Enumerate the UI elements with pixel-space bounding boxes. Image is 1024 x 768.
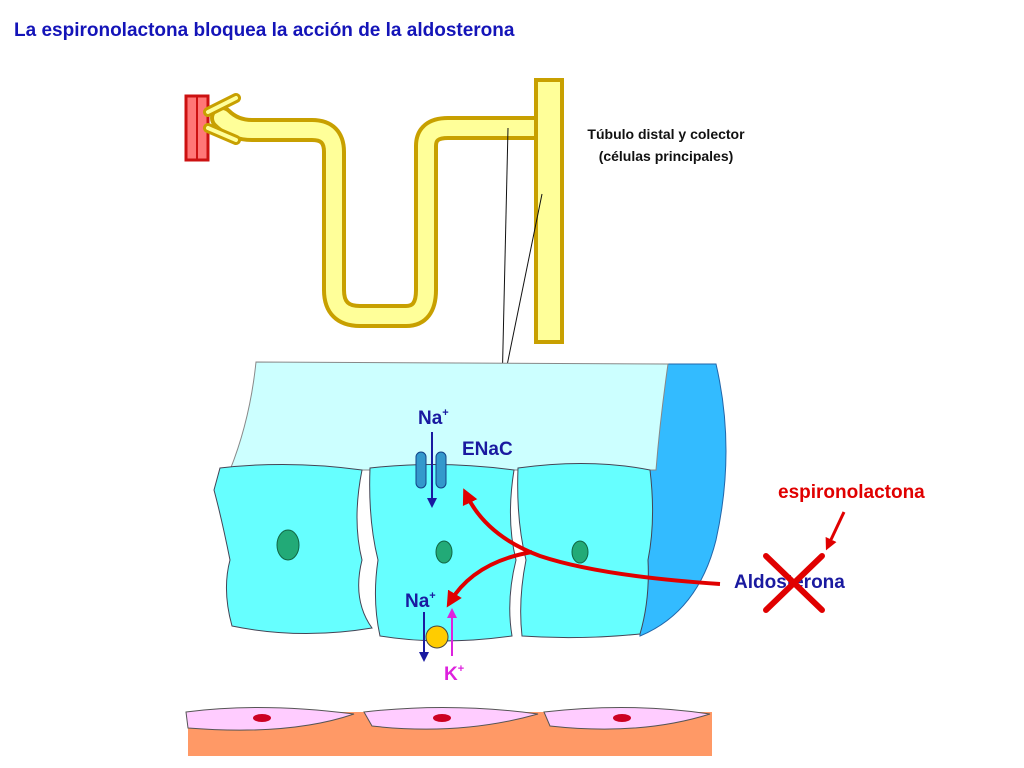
tubule-wall [639, 363, 727, 637]
na-label-top: Na+ [418, 407, 449, 429]
aldosterone-arrow-to-pump [446, 550, 533, 608]
tubule-lumen [229, 361, 669, 471]
block-cross-icon [763, 553, 825, 613]
endothelial-cell-2 [363, 706, 539, 730]
nephron-tubule [184, 78, 564, 391]
na-k-pump [425, 625, 449, 649]
epithelium-section [213, 361, 846, 662]
tubule-label-line2: (células principales) [599, 148, 734, 164]
tubule-label-line1: Túbulo distal y colector [587, 126, 745, 142]
spironolactone-label: espironolactona [778, 482, 925, 503]
enac-channel-left [415, 451, 427, 489]
enac-channel-right [435, 451, 447, 489]
aldosterone-arrow-to-enac [462, 488, 721, 586]
zoom-line-left [501, 127, 509, 391]
nucleus-right [571, 540, 589, 564]
capillary-section [185, 706, 712, 756]
na-label-bottom: Na+ [405, 590, 436, 612]
nucleus-center [435, 540, 453, 564]
tubule-segment-fill [214, 110, 548, 324]
endothelial-nucleus-1 [253, 714, 271, 722]
enac-label: ENaC [462, 439, 513, 460]
slide-title: La espironolactona bloquea la acción de … [14, 20, 515, 41]
tubule-segment-border [210, 106, 552, 328]
collecting-duct [534, 78, 564, 344]
nucleus-left [276, 529, 300, 561]
endothelial-nucleus-2 [433, 714, 451, 722]
spironolactone-arrow [825, 511, 846, 551]
k-label: K+ [444, 663, 464, 685]
zoom-line-right [501, 193, 543, 391]
endothelial-nucleus-3 [613, 714, 631, 722]
